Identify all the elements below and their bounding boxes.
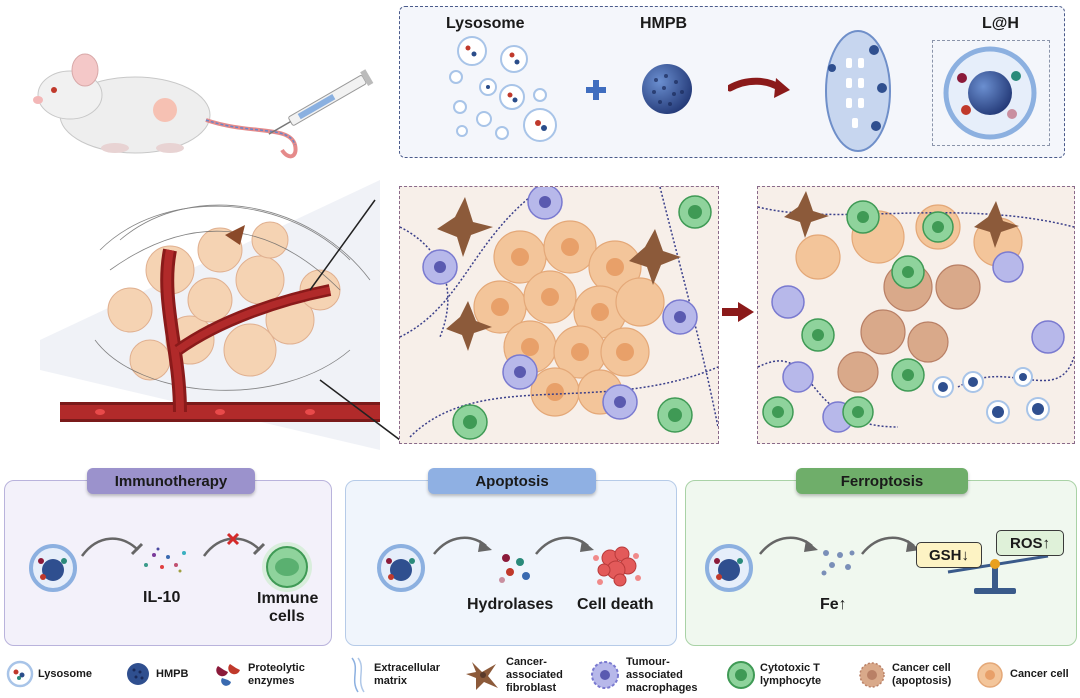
hmpb-label: HMPB: [640, 15, 688, 32]
transition-arrow-icon: [722, 302, 754, 322]
cell-death-icon: [593, 546, 641, 587]
lh-particle-icon: [943, 46, 1037, 140]
legend-cancer-cell-icon: [977, 662, 1003, 688]
apop-arrow1-icon: [433, 536, 492, 555]
legend-fibroblast-icon: [466, 662, 498, 690]
legend-cancer-cell-label: Cancer cell: [1010, 668, 1069, 680]
fe-dots-icon: [821, 550, 855, 576]
plus-icon: [586, 80, 606, 100]
legend-ecm-icon: [351, 657, 365, 693]
legend-apoptotic-cell-icon: [859, 662, 885, 688]
legend-tcell-label-2: lymphocyte: [760, 675, 822, 687]
cell-death-label: Cell death: [577, 596, 654, 613]
legend-enzymes-icon: [216, 664, 240, 686]
lh-nanoparticle-array: [825, 30, 891, 152]
legend-macrophage-label-2: associated: [626, 669, 683, 681]
tme-after-panel: [757, 186, 1075, 444]
gsh-box: GSH↓: [916, 542, 982, 568]
legend-apoptotic-cell-label-2: (apoptosis): [892, 675, 952, 687]
il10-label: IL-10: [143, 589, 181, 606]
lysosome-label: Lysosome: [446, 15, 525, 32]
tme-before-panel: [399, 186, 719, 444]
apop-lh-icon: [377, 544, 425, 592]
ferro-lh-icon: [705, 544, 753, 592]
legend-fibroblast-label-1: Cancer-: [506, 656, 547, 668]
hydrolases-icon: [499, 554, 530, 583]
balance-scale-icon: [947, 554, 1049, 594]
legend-macrophage-label-3: macrophages: [626, 682, 698, 694]
legend-macrophage-icon: [591, 661, 619, 689]
legend-hmpb-icon: [127, 663, 149, 685]
legend-fibroblast-label-3: fibroblast: [506, 682, 557, 694]
mouse-illustration: [33, 53, 374, 159]
fe-label: Fe↑: [820, 596, 847, 613]
legend-enzymes-label-2: enzymes: [248, 675, 295, 687]
immuno-blocked-arrow-icon: [202, 532, 266, 557]
legend-lysosome-icon: [6, 660, 34, 688]
legend-tcell-label-1: Cytotoxic T: [760, 662, 820, 674]
apop-arrow2-icon: [535, 536, 594, 555]
apoptosis-title: Apoptosis: [428, 468, 596, 494]
ferro-arrow2-icon: [861, 536, 920, 555]
hmpb-particle: [642, 64, 692, 114]
immune-cells-label-2: cells: [269, 608, 305, 625]
legend-macrophage-label-1: Tumour-: [626, 656, 670, 668]
synthesis-arrow-icon: [728, 77, 790, 98]
ros-box: ROS↑: [996, 530, 1064, 556]
ferro-arrow1-icon: [759, 536, 818, 555]
immuno-arrow1-icon: [80, 537, 144, 557]
legend-fibroblast-label-2: associated: [506, 669, 563, 681]
legend-ecm-label-1: Extracellular: [374, 662, 441, 674]
immunotherapy-title: Immunotherapy: [87, 468, 255, 494]
lh-label: L@H: [982, 15, 1019, 32]
legend-lysosome-label: Lysosome: [38, 668, 93, 680]
legend-hmpb-label: HMPB: [156, 668, 189, 680]
legend-ecm-label-2: matrix: [374, 675, 408, 687]
immune-cell-icon: [262, 542, 312, 592]
ferroptosis-title: Ferroptosis: [796, 468, 968, 494]
legend-apoptotic-cell-label-1: Cancer cell: [892, 662, 951, 674]
tumor-vessel-illustration: [40, 180, 400, 450]
immuno-lh-icon: [29, 544, 77, 592]
hydrolases-label: Hydrolases: [467, 596, 554, 613]
il10-dots-icon: [144, 547, 186, 573]
immune-cells-label-1: Immune: [257, 590, 319, 607]
legend-enzymes-label-1: Proteolytic: [248, 662, 305, 674]
legend-tcell-icon: [727, 661, 755, 689]
lysosome-cluster: [449, 36, 557, 142]
lh-zoom-box: [932, 40, 1050, 146]
